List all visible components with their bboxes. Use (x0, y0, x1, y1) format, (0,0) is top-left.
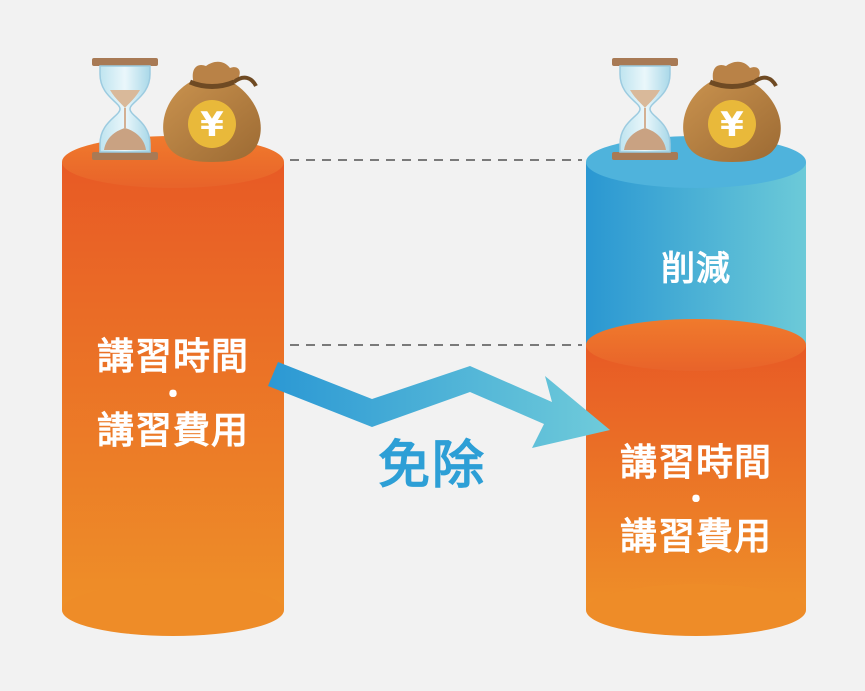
hourglass-icon (92, 58, 158, 160)
right-cylinder (586, 136, 806, 636)
left-separator: ・ (158, 378, 188, 413)
right-training-cost-label: 講習費用 (620, 515, 772, 558)
money-bag-icon: ¥ (683, 61, 781, 162)
reduction-label: 削減 (661, 249, 731, 289)
left-cylinder (62, 136, 284, 636)
left-training-cost-label: 講習費用 (97, 409, 249, 452)
right-separator: ・ (681, 483, 711, 518)
yen-symbol: ¥ (720, 105, 744, 145)
hourglass-icon (612, 58, 678, 160)
money-bag-icon: ¥ (163, 61, 261, 162)
yen-symbol: ¥ (200, 105, 224, 145)
reduced-segment (586, 162, 806, 345)
right-training-time-label: 講習時間 (620, 441, 772, 484)
left-training-time-label: 講習時間 (97, 335, 249, 378)
exemption-label: 免除 (377, 436, 486, 496)
downward-arrow (268, 362, 610, 448)
